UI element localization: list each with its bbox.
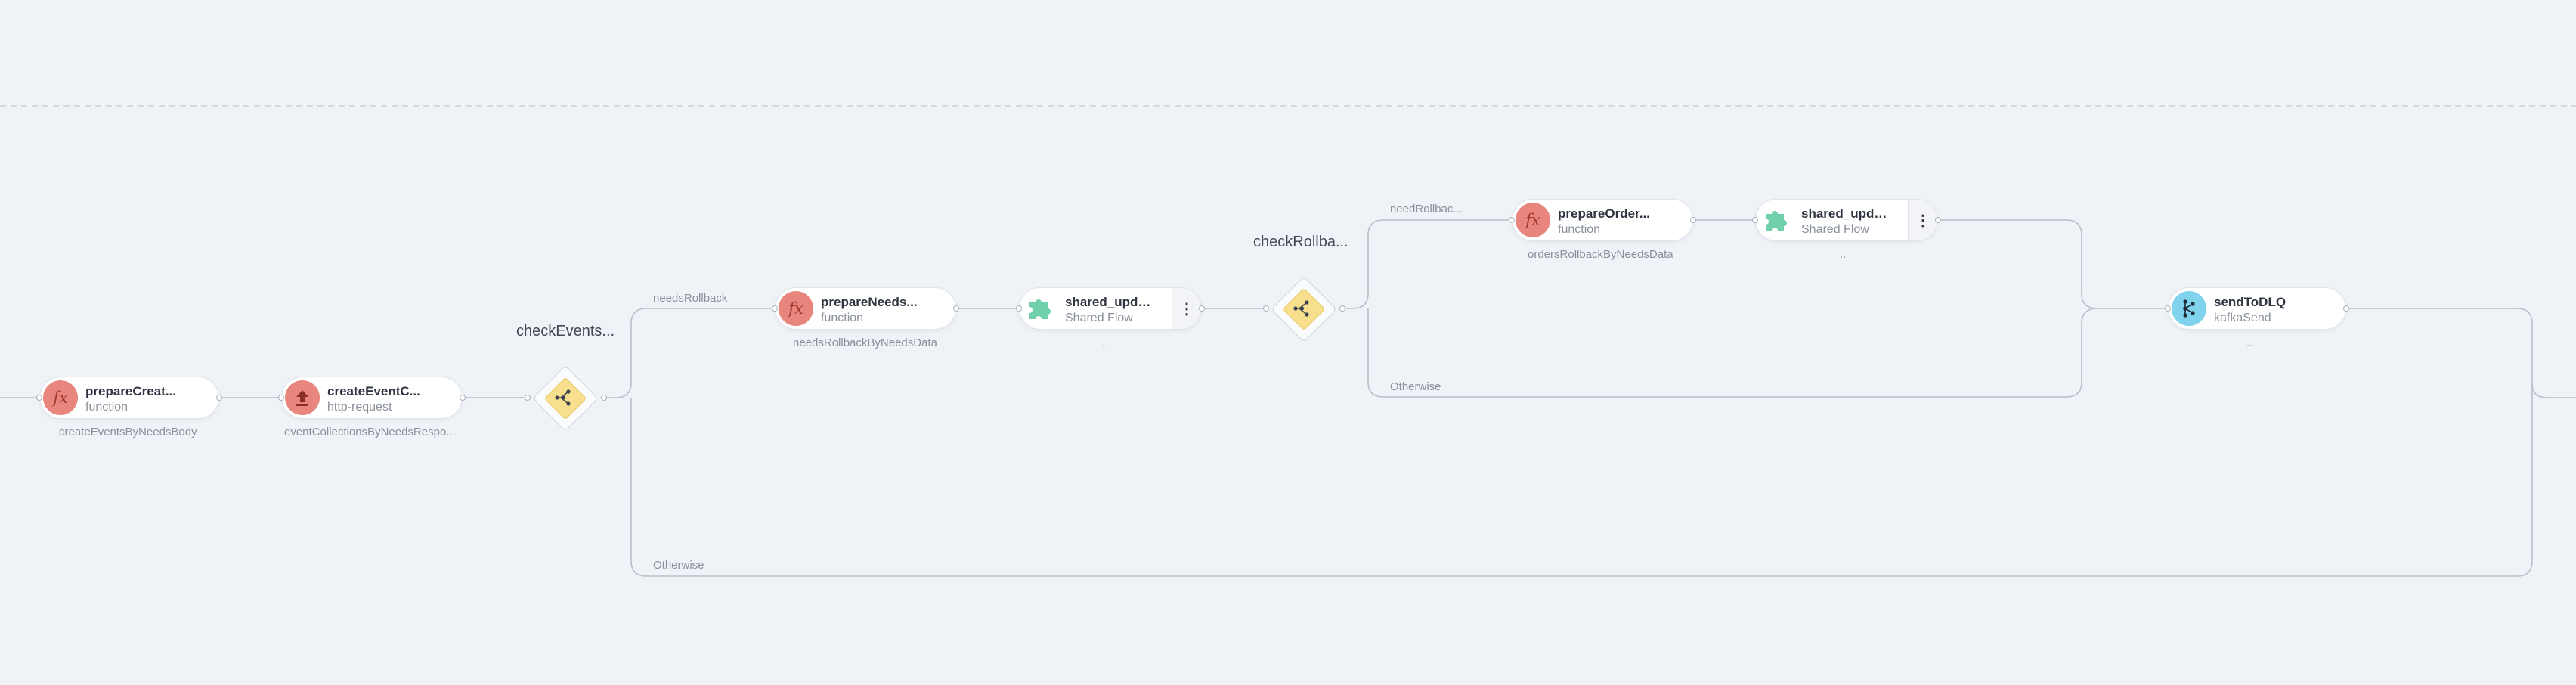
node-caption: createEventsByNeedsBody (59, 426, 197, 439)
node-shared-flow-1[interactable]: shared_updat... Shared Flow ⋮ (1016, 287, 1205, 330)
output-port[interactable] (601, 395, 607, 401)
node-title: prepareNeeds... (821, 295, 918, 309)
fx-icon: fx (43, 380, 78, 415)
node-prepare-needs[interactable]: fx prepareNeeds... function (772, 287, 959, 330)
input-port[interactable] (278, 395, 284, 401)
node-title: prepareOrder... (1558, 206, 1650, 221)
edge-label-otherwise: Otherwise (653, 559, 704, 572)
more-menu-button[interactable]: ⋮ (1908, 200, 1937, 240)
puzzle-icon (1023, 291, 1057, 326)
node-type: Shared Flow (1801, 223, 1869, 236)
node-title: shared_updat... (1801, 206, 1892, 221)
input-port[interactable] (1263, 305, 1269, 312)
condition-check-rollback[interactable] (1263, 269, 1345, 348)
upload-icon (285, 380, 320, 415)
output-port[interactable] (2343, 305, 2349, 312)
puzzle-icon (1759, 203, 1794, 237)
more-menu-button[interactable]: ⋮ (1172, 288, 1201, 329)
node-caption: .. (1840, 248, 1847, 261)
node-prepare-create[interactable]: fx prepareCreat... function (36, 377, 222, 419)
output-port[interactable] (1935, 217, 1941, 223)
edge-label-needs-rollback: needsRollback (653, 292, 728, 305)
output-port[interactable] (1339, 305, 1345, 312)
node-caption: ordersRollbackByNeedsData (1528, 248, 1673, 261)
node-create-event[interactable]: createEventC... http-request (278, 377, 466, 419)
output-port[interactable] (216, 395, 222, 401)
node-title: prepareCreat... (85, 384, 176, 398)
fx-icon: fx (779, 291, 813, 326)
node-caption: .. (2246, 336, 2253, 349)
fx-icon: fx (1516, 203, 1550, 237)
branch-icon (1293, 300, 1309, 317)
node-type: function (1558, 223, 1601, 236)
input-port[interactable] (772, 305, 778, 312)
condition-title: checkEvents... (516, 323, 615, 339)
input-port[interactable] (1509, 217, 1515, 223)
node-shared-flow-2[interactable]: shared_updat... Shared Flow ⋮ (1752, 199, 1941, 241)
output-port[interactable] (460, 395, 466, 401)
node-title: sendToDLQ (2214, 295, 2287, 309)
node-title: createEventC... (327, 384, 420, 398)
node-type: http-request (327, 401, 392, 414)
node-type: Shared Flow (1065, 312, 1133, 324)
input-port[interactable] (1016, 305, 1022, 312)
node-type: function (821, 312, 864, 324)
node-send-to-dlq[interactable]: sendToDLQ kafkaSend (2165, 287, 2349, 330)
edge-label-need-rollback: needRollbac... (1390, 203, 1463, 215)
node-prepare-order[interactable]: fx prepareOrder... function (1509, 199, 1696, 241)
input-port[interactable] (36, 395, 42, 401)
edge-label-otherwise: Otherwise (1390, 380, 1441, 393)
node-caption: needsRollbackByNeedsData (793, 336, 937, 349)
input-port[interactable] (525, 395, 531, 401)
branch-icon (555, 389, 571, 406)
input-port[interactable] (1752, 217, 1758, 223)
condition-check-events[interactable] (525, 358, 607, 437)
input-port[interactable] (2165, 305, 2171, 312)
condition-title: checkRollba... (1253, 234, 1348, 250)
output-port[interactable] (1690, 217, 1696, 223)
node-type: function (85, 401, 128, 414)
kafka-icon (2172, 291, 2206, 326)
node-title: shared_updat... (1065, 295, 1156, 309)
node-type: kafkaSend (2214, 312, 2271, 324)
node-caption: .. (1102, 336, 1109, 349)
output-port[interactable] (1199, 305, 1205, 312)
output-port[interactable] (953, 305, 959, 312)
node-caption: eventCollectionsByNeedsRespo... (284, 426, 456, 439)
